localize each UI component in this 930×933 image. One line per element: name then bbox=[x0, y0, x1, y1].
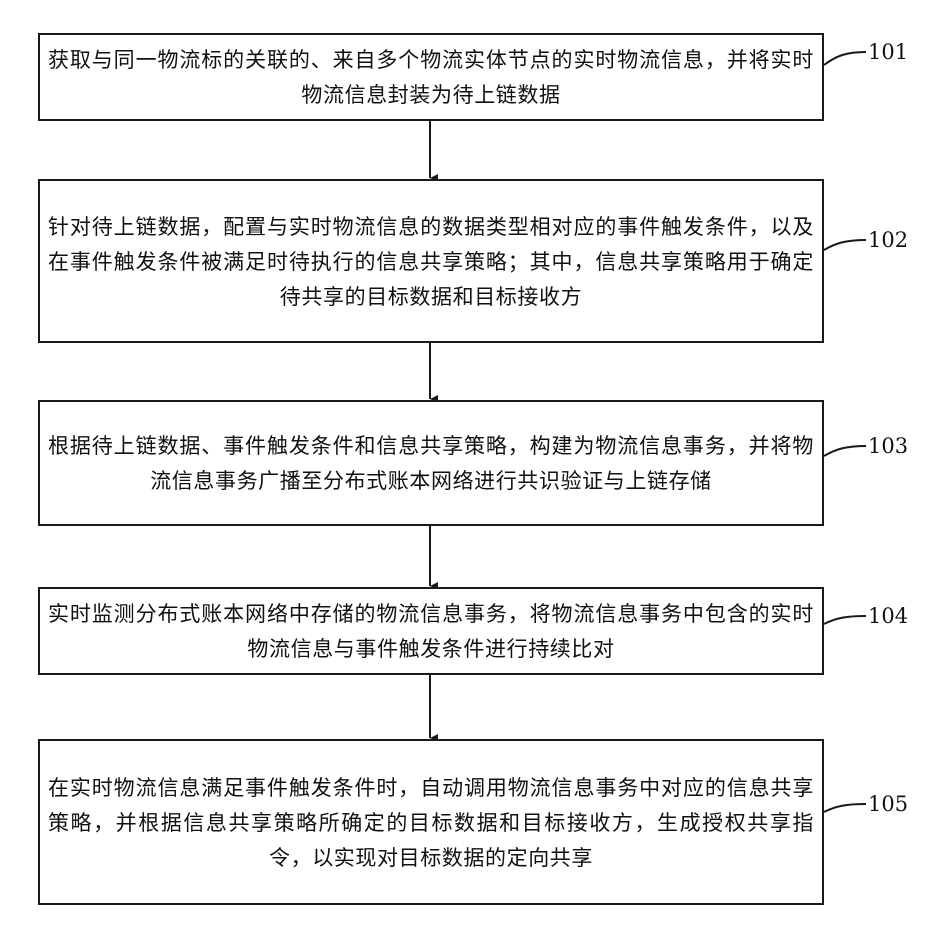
step-text-103: 根据待上链数据、事件触发条件和信息共享策略，构建为物流信息事务，并将物流信息事务… bbox=[48, 429, 814, 499]
step-box-104: 实时监测分布式账本网络中存储的物流信息事务，将物流信息事务中包含的实时物流信息与… bbox=[38, 587, 824, 675]
step-text-101: 获取与同一物流标的关联的、来自多个物流实体节点的实时物流信息，并将实时物流信息封… bbox=[48, 43, 814, 113]
step-label-105: 105 bbox=[868, 792, 908, 816]
step-label-104: 104 bbox=[868, 604, 908, 628]
step-text-102: 针对待上链数据，配置与实时物流信息的数据类型相对应的事件触发条件，以及在事件触发… bbox=[48, 210, 814, 315]
leader-line-103 bbox=[824, 446, 866, 456]
leader-line-102 bbox=[824, 240, 866, 250]
step-label-102: 102 bbox=[868, 228, 908, 252]
step-text-105: 在实时物流信息满足事件触发条件时，自动调用物流信息事务中对应的信息共享策略，并根… bbox=[48, 771, 814, 876]
step-text-104: 实时监测分布式账本网络中存储的物流信息事务，将物流信息事务中包含的实时物流信息与… bbox=[48, 597, 814, 667]
step-box-102: 针对待上链数据，配置与实时物流信息的数据类型相对应的事件触发条件，以及在事件触发… bbox=[38, 179, 824, 343]
step-label-103: 103 bbox=[868, 434, 908, 458]
step-label-101: 101 bbox=[868, 40, 908, 64]
step-box-101: 获取与同一物流标的关联的、来自多个物流实体节点的实时物流信息，并将实时物流信息封… bbox=[38, 33, 824, 121]
leader-line-101 bbox=[824, 52, 866, 65]
leader-line-104 bbox=[824, 616, 866, 624]
step-box-105: 在实时物流信息满足事件触发条件时，自动调用物流信息事务中对应的信息共享策略，并根… bbox=[38, 739, 824, 905]
leader-line-105 bbox=[824, 804, 866, 812]
step-box-103: 根据待上链数据、事件触发条件和信息共享策略，构建为物流信息事务，并将物流信息事务… bbox=[38, 400, 824, 526]
